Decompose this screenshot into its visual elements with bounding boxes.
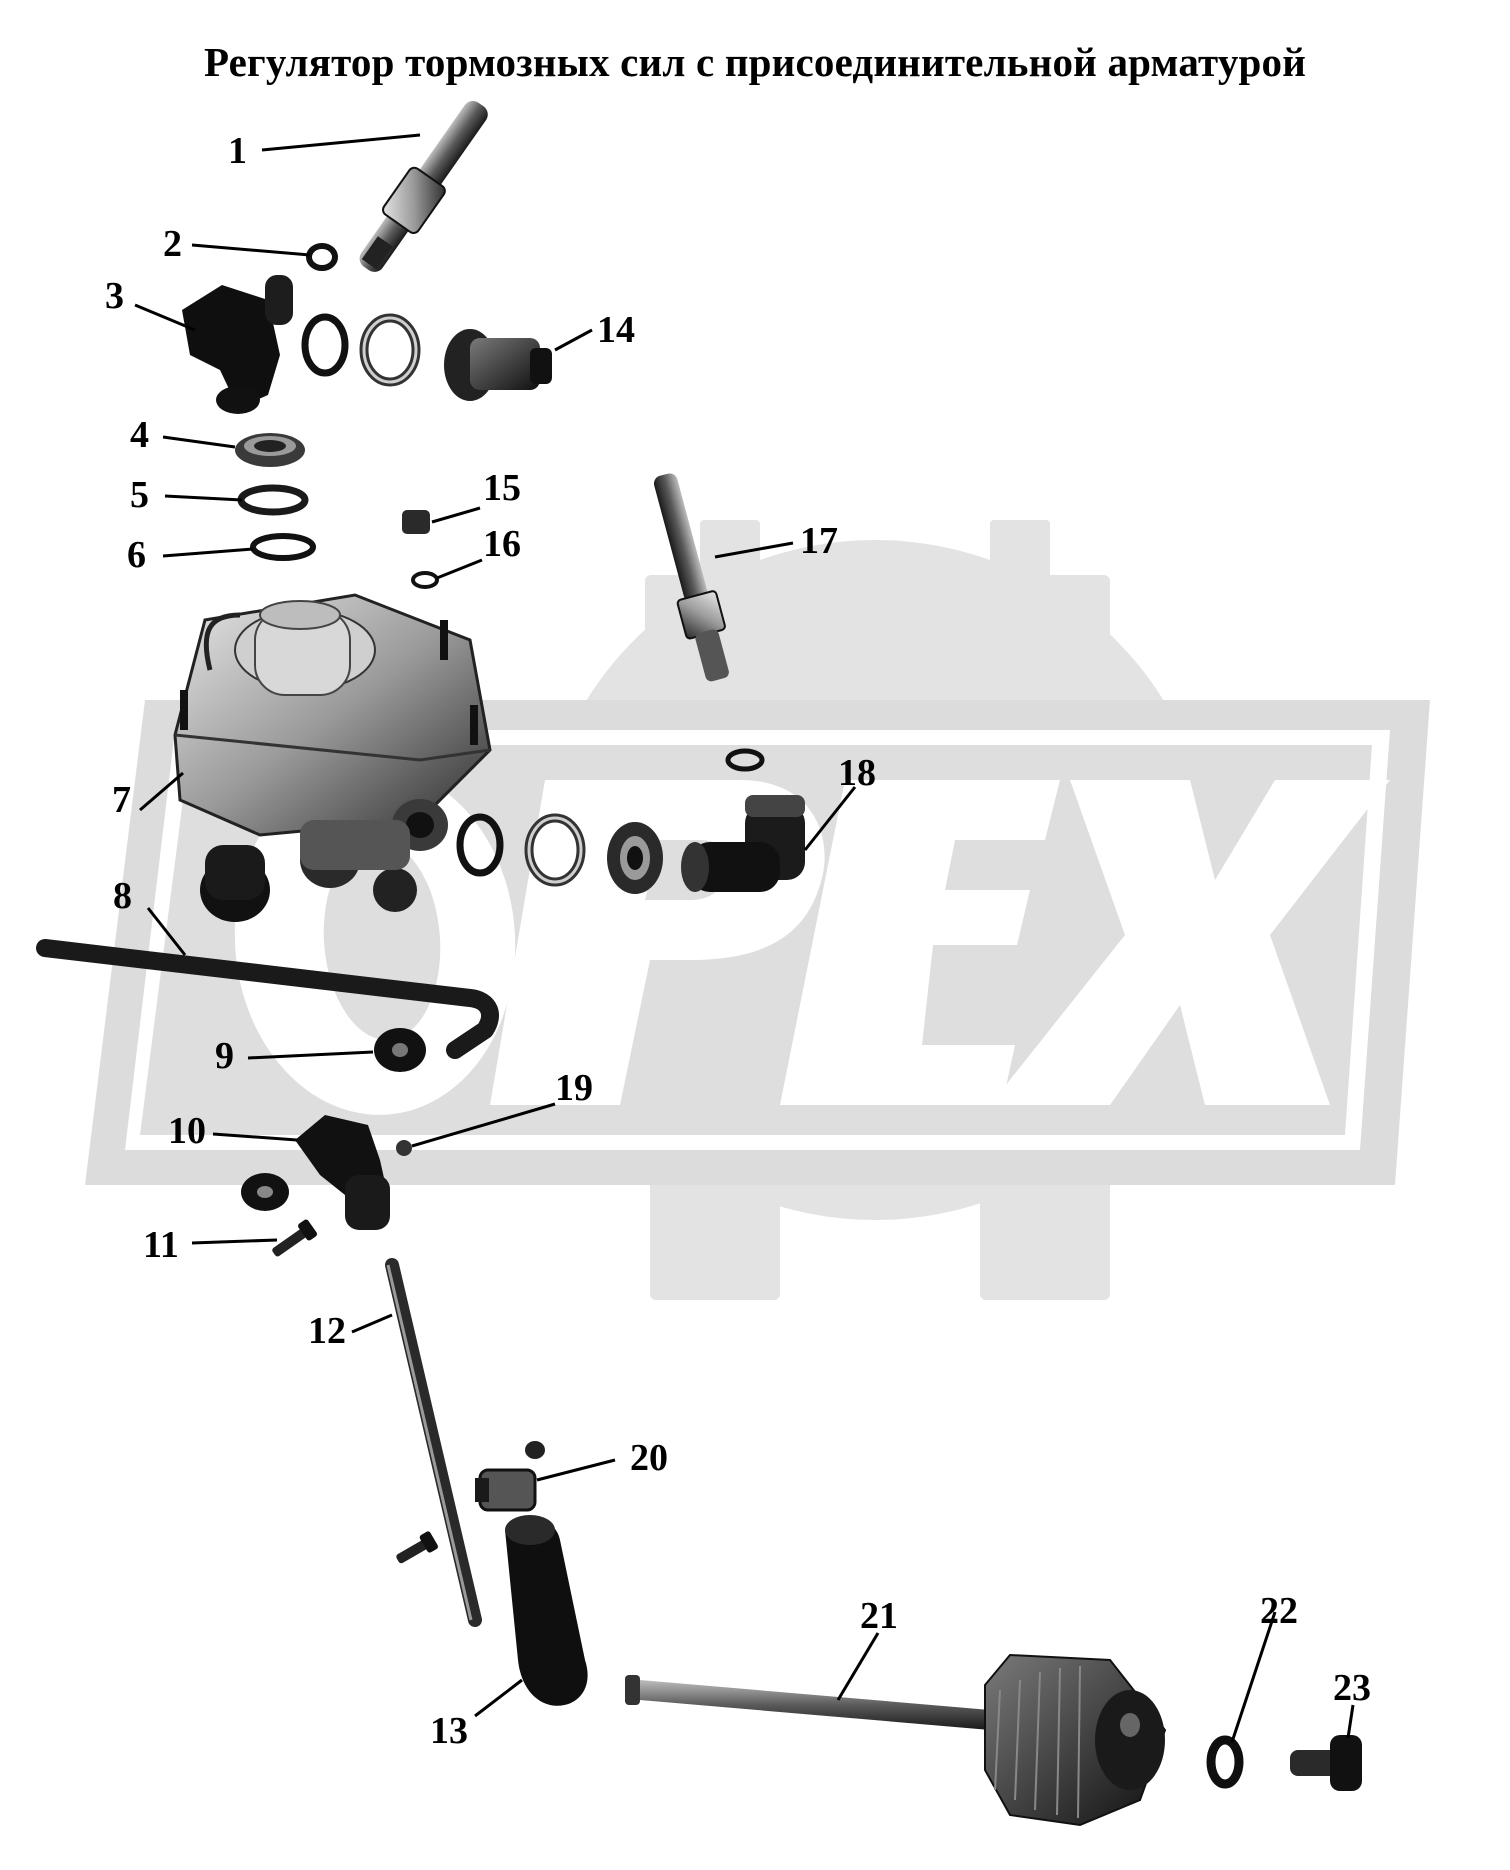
watermark-letter-e <box>780 780 1060 1105</box>
part-12-rod <box>385 1258 482 1627</box>
label-10: 10 <box>168 1110 206 1152</box>
part-2-ring <box>306 243 338 271</box>
part-22-washer <box>1206 1735 1244 1789</box>
part-7-regulator-body <box>173 593 492 922</box>
part-11-screw <box>272 1219 318 1257</box>
part-13-lever <box>505 1515 588 1706</box>
part-8-bent-pipe <box>36 939 499 1059</box>
label-23: 23 <box>1333 1667 1371 1709</box>
part-10-fitting <box>295 1115 390 1230</box>
washer-highlight <box>362 316 418 384</box>
part-4-nut <box>235 433 305 467</box>
part-16-ring <box>411 571 439 589</box>
label-19: 19 <box>555 1067 593 1109</box>
label-18: 18 <box>838 752 876 794</box>
part-14-fitting <box>444 329 552 401</box>
label-6: 6 <box>127 534 146 576</box>
o-ring-icon <box>456 813 504 877</box>
label-13: 13 <box>430 1710 468 1752</box>
part-1-stud <box>359 101 488 272</box>
label-20: 20 <box>630 1437 668 1479</box>
label-5: 5 <box>130 474 149 516</box>
part-15-nut <box>402 510 430 534</box>
label-8: 8 <box>113 875 132 917</box>
label-15: 15 <box>483 467 521 509</box>
label-17: 17 <box>800 520 838 562</box>
watermark-letter-x <box>990 780 1390 1105</box>
part-21-link-rod <box>625 1653 1167 1827</box>
label-3: 3 <box>105 275 124 317</box>
label-16: 16 <box>483 523 521 565</box>
label-7: 7 <box>112 779 131 821</box>
o-ring-icon <box>301 313 349 377</box>
part-6-ring <box>250 533 316 561</box>
o-ring-icon <box>725 748 765 772</box>
label-12: 12 <box>308 1310 346 1352</box>
label-9: 9 <box>215 1035 234 1077</box>
label-2: 2 <box>163 223 182 265</box>
label-14: 14 <box>597 309 635 351</box>
part-20-clamp <box>475 1441 545 1512</box>
nut-icon <box>607 822 663 894</box>
part-labels: 1 2 3 4 5 6 7 8 9 10 11 12 13 14 15 16 1… <box>105 130 1371 1752</box>
label-1: 1 <box>228 130 247 172</box>
part-5-washer <box>237 484 309 516</box>
part-19-ball <box>396 1140 412 1156</box>
bolt-icon <box>396 1531 438 1564</box>
part-17-pipe-fitting <box>653 473 729 682</box>
parts <box>36 101 1362 1827</box>
washer-icon <box>241 1173 289 1211</box>
diagram-title: Регулятор тормозных сил с присоединитель… <box>203 39 1307 85</box>
part-23-bolt <box>1290 1735 1362 1791</box>
label-22: 22 <box>1260 1590 1298 1632</box>
part-3-elbow-fitting <box>182 275 293 414</box>
leader-lines <box>134 133 1355 1743</box>
washer-highlight <box>527 816 583 884</box>
label-21: 21 <box>860 1595 898 1637</box>
part-18-elbow-fitting <box>681 795 805 892</box>
label-11: 11 <box>143 1224 179 1266</box>
part-9-washer <box>374 1028 426 1072</box>
label-4: 4 <box>130 414 149 456</box>
